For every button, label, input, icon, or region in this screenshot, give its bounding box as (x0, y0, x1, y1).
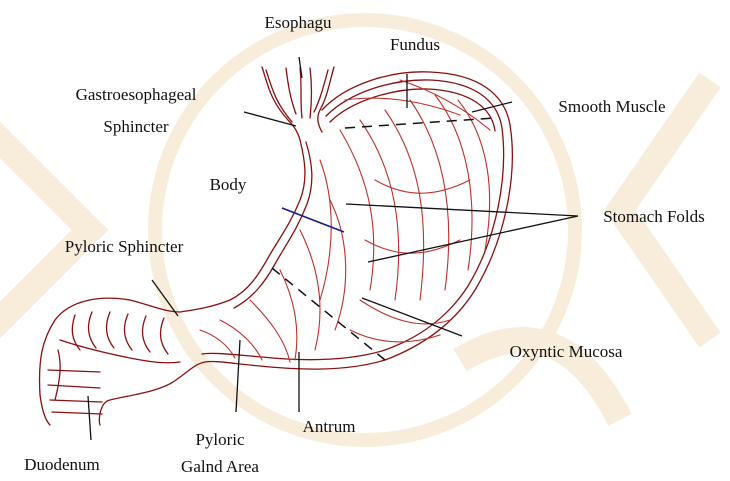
label-esophagus: Esophagu (264, 13, 332, 32)
label-pyloric-gland-line2: Galnd Area (181, 457, 259, 476)
leader-oxyntic-mucosa (362, 298, 462, 336)
leader-stomach-folds-2 (368, 216, 578, 262)
label-pyloric-gland-line1: Pyloric (195, 430, 245, 449)
esophagus-tube (262, 67, 300, 140)
label-oxyntic-mucosa: Oxyntic Mucosa (510, 342, 623, 361)
stomach-folds-rugae (200, 80, 490, 362)
label-duodenum: Duodenum (24, 455, 100, 474)
label-smooth-muscle: Smooth Muscle (558, 97, 665, 116)
watermark (0, 20, 710, 440)
label-gastroesophageal-line1: Gastroesophageal (76, 85, 197, 104)
label-antrum: Antrum (303, 417, 356, 436)
label-gastroesophageal-line2: Sphincter (103, 117, 168, 136)
label-fundus: Fundus (390, 35, 440, 54)
leader-duodenum (88, 396, 91, 440)
region-dividers (272, 118, 495, 360)
label-pyloric-sphincter: Pyloric Sphincter (65, 237, 184, 256)
label-stomach-folds: Stomach Folds (603, 207, 705, 226)
leader-gastroesophageal (244, 112, 296, 126)
antrum-divider (272, 268, 385, 360)
leader-stomach-folds-1 (346, 204, 578, 216)
label-body: Body (210, 175, 247, 194)
